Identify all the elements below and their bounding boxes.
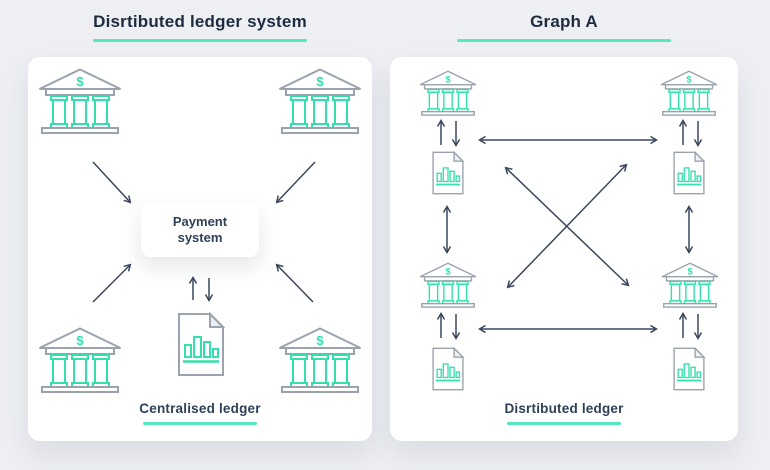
arrow-diagonal-bl-tr-link [506,163,628,289]
right-section-header: Graph A [390,12,738,42]
payment-system-node: Payment system [141,203,259,257]
ledger-document-icon [671,347,707,391]
centralised-caption-underline [143,422,257,425]
distributed-graph-panel: Disrtibuted ledger [390,57,738,441]
bank-icon [278,327,362,393]
bank-icon [278,68,362,134]
bank-icon [419,261,477,309]
arrow-diagonal-tl-br-link [504,166,630,287]
centralised-ledger-caption: Centralised ledger [28,401,372,425]
bank-icon [419,69,477,117]
bank-icon [660,69,718,117]
distributed-caption-underline [507,422,621,425]
left-title-underline [93,39,307,42]
left-section-title: Disrtibuted ledger system [93,12,307,31]
left-section-header: Disrtibuted ledger system [28,12,372,42]
distributed-ledger-caption: Disrtibuted ledger [390,401,738,425]
arrow-bank-tr-to-payment [275,161,316,204]
payment-system-label: Payment system [172,214,228,245]
bank-icon [38,327,122,393]
ledger-document-icon [671,151,707,195]
arrow-bank-br-to-payment [275,263,314,303]
right-title-underline [457,39,671,42]
centralised-system-panel: Payment system Centralised ledger [28,57,372,441]
arrow-bank-bl-to-payment [92,263,132,303]
right-section-title: Graph A [530,12,598,31]
ledger-document-icon [177,312,225,377]
ledger-document-icon [430,151,466,195]
distributed-ledger-caption-text: Disrtibuted ledger [504,401,624,416]
centralised-ledger-caption-text: Centralised ledger [139,401,261,416]
arrow-bank-tl-to-payment [92,161,132,204]
bank-icon [661,261,719,309]
ledger-document-icon [430,347,466,391]
bank-icon [38,68,122,134]
